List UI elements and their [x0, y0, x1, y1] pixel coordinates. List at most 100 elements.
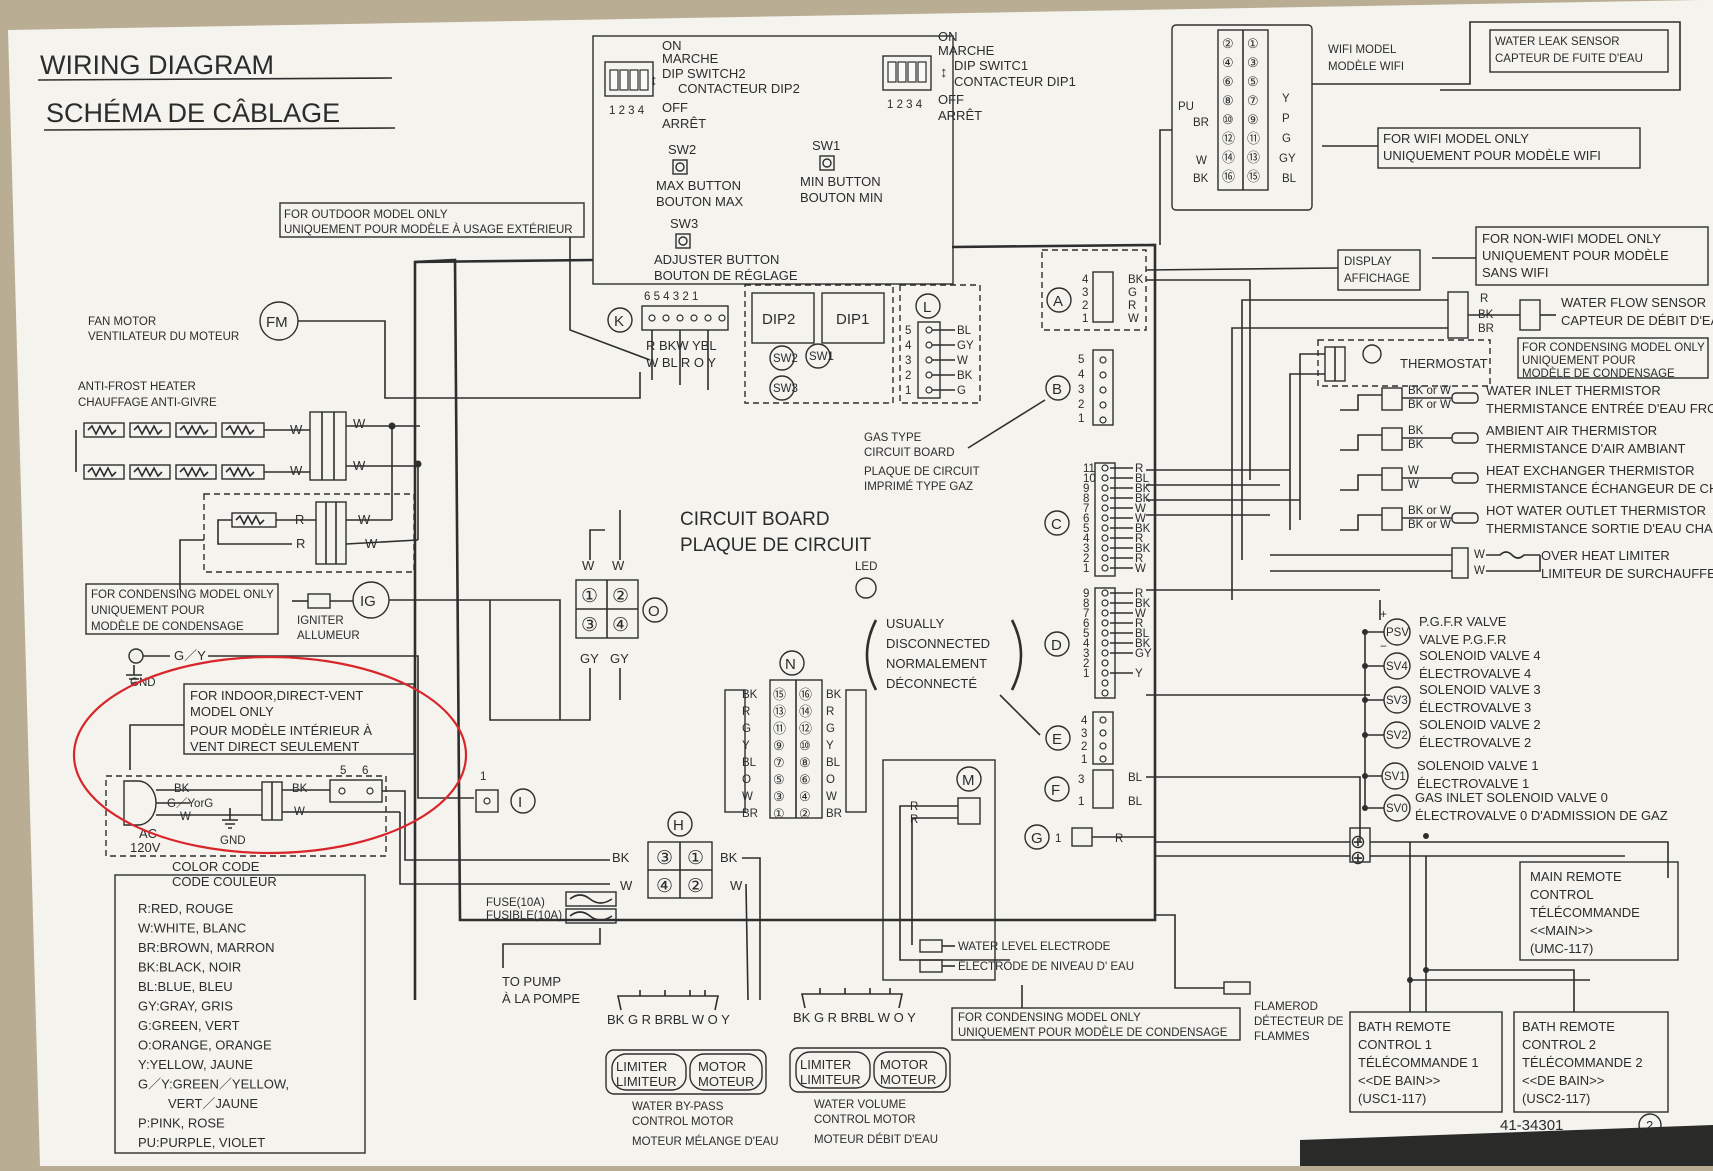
l-gy: GY [957, 340, 974, 352]
sw-bk: BK [292, 783, 308, 795]
connector-c: C [1051, 516, 1062, 533]
e-pin-number: 2 [1081, 741, 1087, 753]
thermistor-wire-label: W [1408, 465, 1419, 477]
c-wire-label: BK [1135, 483, 1151, 495]
ac-voltage: 120V [130, 840, 161, 855]
flow-en: WATER FLOW SENSOR [1561, 295, 1706, 310]
m-r1: R [910, 801, 918, 813]
wbp-motor-en: MOTOR [698, 1059, 746, 1074]
d-pin-number: 2 [1083, 658, 1089, 670]
d-pin [1101, 689, 1109, 697]
n-pin: ③ [773, 789, 785, 804]
n-wire-right: R [826, 706, 834, 718]
svg-text:⊕: ⊕ [1350, 848, 1366, 869]
m-r2: R [910, 814, 918, 826]
b-pin [1099, 386, 1107, 394]
thermistor-wire-label: BK [1408, 425, 1424, 437]
pump-fr: À LA POMPE [502, 991, 580, 1006]
n-wire-right: W [826, 791, 837, 803]
color-code-item: Y:YELLOW, JAUNE [138, 1057, 253, 1072]
wifi-br: BR [1193, 117, 1209, 129]
c-pin [1101, 564, 1109, 572]
thermistor-wire-label: W [1408, 479, 1419, 491]
svg-text:1: 1 [905, 385, 911, 397]
sw-w: W [294, 806, 305, 818]
c-pin-number: 1 [1083, 563, 1089, 575]
outdoor-note-fr: UNIQUEMENT POUR MODÈLE À USAGE EXTÉRIEUR [284, 223, 573, 236]
c-pin-number: 9 [1083, 483, 1089, 495]
valve-label-fr: ÉLECTROVALVE 2 [1419, 735, 1531, 750]
n-wire-left: BK [742, 689, 758, 701]
wifi-g: G [1282, 133, 1291, 145]
indoor-note-box [183, 683, 415, 755]
wifi-model-fr: MODÈLE WIFI [1328, 60, 1404, 73]
color-code-item: O:ORANGE, ORANGE [138, 1038, 272, 1053]
n-pin: ② [799, 806, 811, 821]
ohl-en: OVER HEAT LIMITER [1541, 548, 1670, 563]
wifi-pin: ③ [1247, 55, 1259, 70]
frost-w3: W [353, 416, 366, 431]
wv-limiter-fr: LIMITEUR [800, 1072, 861, 1087]
bath2-3: TÉLÉCOMMANDE 2 [1522, 1055, 1643, 1070]
n-pin: ⑯ [799, 687, 812, 702]
valve-tag: SV0 [1386, 803, 1408, 815]
wv-3: MOTEUR DÉBIT D'EAU [814, 1133, 938, 1146]
h-bk-right: BK [720, 850, 738, 865]
svg-text:③: ③ [656, 848, 673, 869]
wifi-pin: ⑦ [1247, 93, 1259, 108]
connector-a: A [1053, 293, 1063, 310]
c-wire-label: R [1135, 463, 1143, 475]
valve-label-fr: ÉLECTROVALVE 3 [1419, 700, 1531, 715]
sw2-fr: BOUTON MAX [656, 194, 743, 209]
n-wire-left: BL [742, 757, 757, 769]
usually-1: USUALLY [886, 616, 945, 631]
wifi-pin: ④ [1222, 55, 1234, 70]
main-remote-5: (UMC-117) [1530, 941, 1593, 956]
usually-4: DÉCONNECTÉ [886, 676, 977, 691]
c-pin [1101, 534, 1109, 542]
svg-text:⊕: ⊕ [1350, 832, 1366, 853]
k-wires-top: R BKW YBL [646, 338, 717, 353]
nonwifi-1: FOR NON-WIFI MODEL ONLY [1482, 231, 1661, 246]
wifi-pu: PU [1178, 101, 1194, 113]
wifi-model-en: WIFI MODEL [1328, 44, 1397, 56]
d-pin-number: 8 [1083, 598, 1089, 610]
c-pin-number: 10 [1083, 473, 1096, 485]
fuse-1: FUSE(10A) [486, 897, 545, 909]
d-wire-label: GY [1135, 648, 1152, 660]
n-pin: ⑥ [799, 772, 811, 787]
wbp-limiter-en: LIMITER [616, 1059, 667, 1074]
dip2-off: OFF [662, 100, 688, 115]
svg-text:6: 6 [362, 765, 368, 777]
thermistor-label-fr: THERMISTANCE ENTRÉE D'EAU FROIDE [1486, 401, 1713, 416]
c-wire-label: W [1135, 503, 1146, 515]
usually-2: DISCONNECTED [886, 636, 990, 651]
m-frame [882, 759, 996, 981]
bath1-1: BATH REMOTE [1358, 1019, 1451, 1034]
b-pin [1099, 371, 1107, 379]
n-pin: ⑫ [799, 721, 812, 736]
ac-plug [123, 780, 157, 826]
wv-motor-fr: MOTEUR [880, 1072, 936, 1087]
valve-label-en: P.G.F.R VALVE [1419, 614, 1507, 629]
e-pin [1099, 716, 1107, 724]
e-pin [1099, 742, 1107, 750]
d-pin-number: 6 [1083, 618, 1089, 630]
svg-text:3: 3 [905, 355, 911, 367]
valve-tag: SV1 [1384, 771, 1406, 783]
thermistor-connector [1381, 507, 1403, 531]
valve-tag: SV3 [1386, 695, 1408, 707]
wifi-bk: BK [1193, 173, 1209, 185]
thermistor-label-en: AMBIENT AIR THERMISTOR [1486, 423, 1657, 438]
wifi-pin: ⑯ [1222, 169, 1235, 184]
thermistor-label-fr: THERMISTANCE ÉCHANGEUR DE CHALEU [1486, 481, 1713, 496]
anti-frost-fr: CHAUFFAGE ANTI-GIVRE [78, 397, 217, 409]
igniter-fr: ALLUMEUR [297, 630, 360, 642]
n-wire-right: O [826, 774, 835, 786]
valve-label-fr: ÉLECTROVALVE 0 D'ADMISSION DE GAZ [1415, 808, 1668, 823]
title-fr: SCHÉMA DE CÂBLAGE [46, 97, 340, 128]
n-pin: ⑦ [773, 755, 785, 770]
thermistor-label-en: HOT WATER OUTLET THERMISTOR [1486, 503, 1706, 518]
